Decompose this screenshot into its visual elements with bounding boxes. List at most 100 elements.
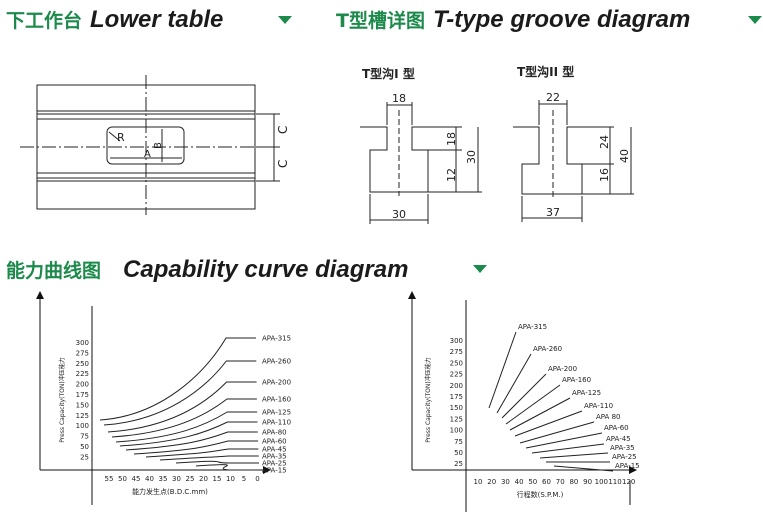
right-series-label: APA-200	[548, 365, 577, 373]
right-chart-ylabel: Press Capacity(TON)冲压能力	[424, 357, 432, 442]
right-chart-ytick: 150	[450, 404, 463, 412]
left-chart-ytick: 225	[76, 370, 89, 378]
left-series-label: APA-25	[262, 460, 287, 468]
spacing-c-label-bottom: C	[276, 160, 290, 168]
left-chart-ytick: 300	[76, 339, 89, 347]
left-series-label: APA-15	[262, 467, 287, 475]
right-chart-ytick: 100	[450, 427, 463, 435]
left-chart-xlabel: 能力发生点(B.D.C.mm)	[132, 487, 208, 496]
right-chart-xtick: 80	[569, 478, 578, 486]
t-groove-header: T型槽详图 T-type groove diagram	[336, 6, 690, 34]
right-chart-ytick: 225	[450, 371, 463, 379]
t-groove-title-en: T-type groove diagram	[432, 6, 691, 33]
left-series-label: APA-125	[262, 409, 291, 417]
left-series-label: APA-45	[262, 446, 287, 454]
left-chart-xtick: 30	[172, 475, 181, 483]
right-chart-xtick: 120	[622, 478, 635, 486]
lower-table-title-en: Lower table	[90, 6, 224, 33]
left-chart-xtick: 0	[255, 475, 259, 483]
lower-table-title-cn: 下工作台	[6, 10, 83, 32]
left-series-label: APA-35	[262, 453, 287, 461]
right-curve-12	[553, 465, 614, 472]
right-curve-1	[488, 331, 517, 409]
left-chart-ylabel: Press Capacity(TON)冲压能力	[58, 357, 66, 442]
left-series-label: APA-200	[262, 379, 291, 387]
right-chart-ytick: 200	[450, 382, 463, 390]
right-chart-xtick: 40	[515, 478, 524, 486]
right-curve-4	[505, 384, 561, 425]
left-curve-1	[99, 337, 256, 421]
left-chart-ytick: 250	[76, 360, 89, 368]
left-chart-xtick: 40	[145, 475, 154, 483]
right-curve-5	[509, 397, 571, 431]
radius-label: R	[117, 131, 125, 144]
left-chart-ytick: 100	[76, 422, 89, 430]
right-series-label: APA 80	[596, 413, 620, 421]
right-curve-10	[539, 452, 609, 459]
right-curve-9	[531, 443, 605, 454]
t-groove-1-lower-height: 12	[445, 168, 458, 182]
right-series-label: APA-110	[584, 402, 613, 410]
left-chart-xtick: 35	[159, 475, 168, 483]
left-chart-ytick: 50	[80, 443, 89, 451]
length-a-label: A	[144, 149, 151, 160]
left-curve-3	[107, 381, 257, 433]
left-series-label: APA-260	[262, 358, 291, 366]
left-curve-9	[145, 448, 259, 458]
capability-title-en: Capability curve diagram	[123, 256, 409, 283]
right-chart-xtick: 10	[474, 478, 483, 486]
left-chart-xtick: 50	[118, 475, 127, 483]
t-groove-2-bottom-width: 37	[546, 206, 560, 219]
t-groove-1-title: T型沟I 型	[362, 66, 415, 81]
lower-table-drawing	[20, 75, 280, 215]
right-chart-xtick: 50	[528, 478, 537, 486]
right-series-label: APA-60	[604, 424, 629, 432]
left-curve-10	[159, 455, 259, 461]
width-b-label: B	[153, 142, 164, 149]
right-chart-ytick: 125	[450, 415, 463, 423]
left-chart-ytick: 200	[76, 381, 89, 389]
left-series-label: APA-110	[262, 419, 291, 427]
lower-table-dropdown-icon[interactable]	[278, 16, 292, 24]
left-curve-2	[103, 360, 257, 426]
lower-table-header: 下工作台 Lower table	[6, 6, 223, 34]
left-series-label: APA-160	[262, 396, 291, 404]
right-chart-xtick: 110	[608, 478, 621, 486]
right-series-label: APA-160	[562, 376, 591, 384]
t-groove-2-lower-height: 16	[598, 168, 611, 182]
t-groove-1-top-width: 18	[392, 92, 406, 105]
right-chart-xtick: 60	[542, 478, 551, 486]
left-chart-ytick: 175	[76, 391, 89, 399]
right-chart-xtick: 30	[501, 478, 510, 486]
left-chart-curves	[99, 337, 260, 471]
t-groove-1-bottom-width: 30	[392, 208, 406, 221]
t-groove-dropdown-icon[interactable]	[748, 16, 762, 24]
t-groove-2-upper-height: 24	[598, 135, 611, 149]
right-curve-8	[525, 432, 603, 449]
left-chart-ytick: 275	[76, 349, 89, 357]
t-groove-2-top-width: 22	[546, 91, 560, 104]
capability-dropdown-icon[interactable]	[473, 265, 487, 273]
right-chart-curves	[488, 331, 614, 472]
left-series-label: APA-80	[262, 429, 287, 437]
right-chart-ytick: 250	[450, 359, 463, 367]
left-chart-xtick: 25	[186, 475, 195, 483]
left-chart-xtick: 20	[199, 475, 208, 483]
left-chart-ytick: 125	[76, 412, 89, 420]
t-groove-title-cn: T型槽详图	[336, 10, 425, 32]
right-chart-ytick: 275	[450, 348, 463, 356]
right-chart-xtick: 90	[583, 478, 592, 486]
left-curve-12	[195, 464, 260, 471]
t-groove-1-total-height: 30	[465, 150, 478, 164]
t-groove-2-total-height: 40	[618, 149, 631, 163]
right-chart-ytick: 75	[454, 438, 463, 446]
spacing-c-label-top: C	[276, 126, 290, 134]
left-series-label: APA-60	[262, 438, 287, 446]
right-series-label: APA-315	[518, 323, 547, 331]
t-groove-2-title: T型沟II 型	[517, 64, 574, 79]
right-chart-xtick: 20	[487, 478, 496, 486]
